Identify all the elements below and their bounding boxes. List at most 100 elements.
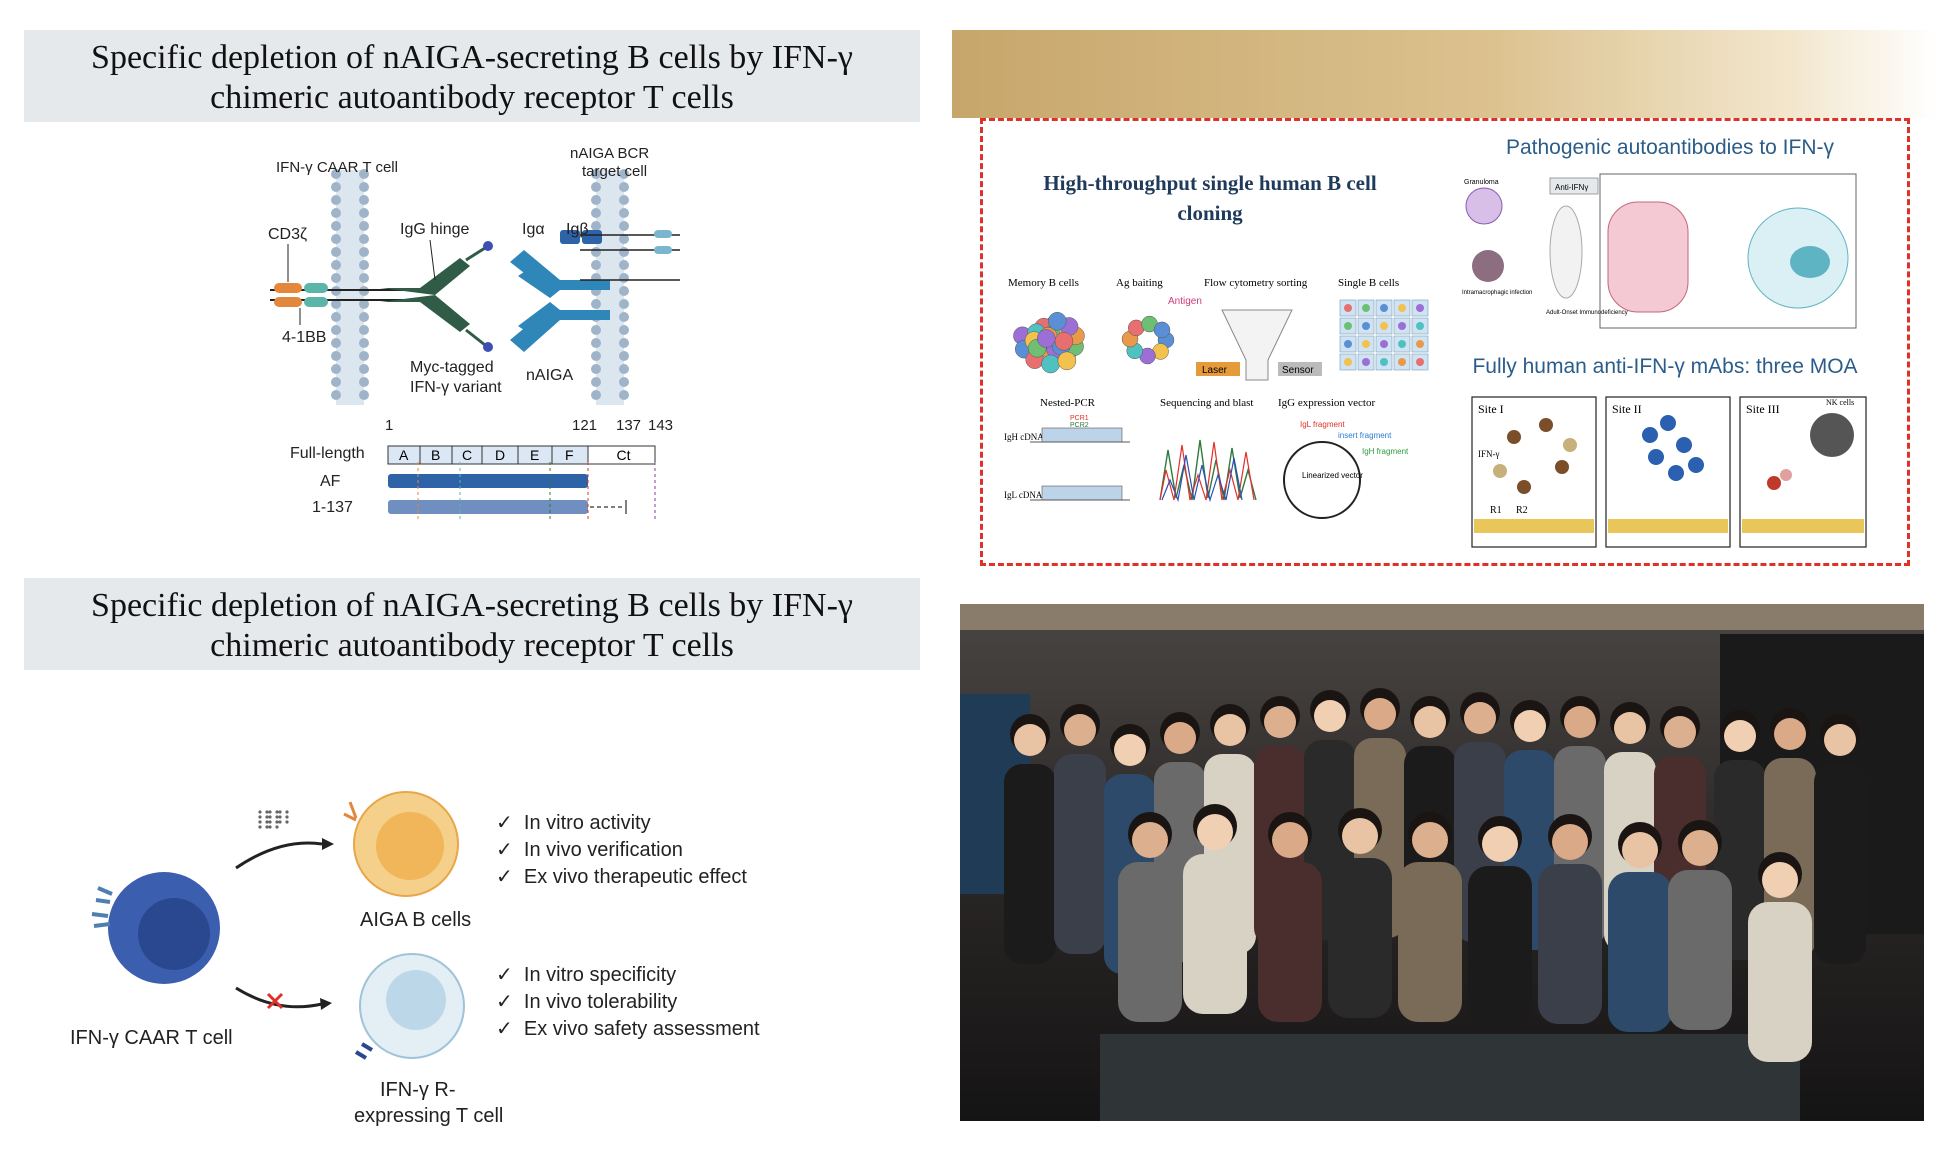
group-photo-svg [960, 604, 1924, 1121]
check-item: ✓ In vitro specificity [496, 962, 760, 989]
af-label: AF [320, 473, 341, 490]
iga-label: Igα [522, 221, 545, 238]
caar-label: IFN-γ CAAR T cell [276, 159, 398, 176]
trunc-label: 1-137 [312, 499, 353, 516]
linearized-label: Linearized vector [1302, 471, 1363, 480]
ifn-r-label-1: IFN-γ R- [380, 1079, 456, 1101]
check-text: Ex vivo safety assessment [523, 1018, 760, 1040]
myc-label-1: Myc-tagged [410, 359, 494, 376]
nk-cells-label: NK cells [1826, 398, 1854, 407]
site-3-label: Site III [1746, 402, 1780, 416]
igh-cdna: IgH cDNA [1004, 432, 1044, 442]
group-photo [960, 604, 1924, 1121]
ag-bait-cluster [1121, 315, 1175, 365]
plasmid [1283, 441, 1361, 519]
check-text: Ex vivo therapeutic effect [523, 866, 747, 888]
panel-flow: Flow cytometry sorting [1204, 277, 1308, 289]
caar-diagram-svg: CD3ζ 4-1BB IgG hinge IFN-γ CAAR T cell n… [268, 145, 680, 522]
moa-sites: Site I IFN-γ R1 R2 Site II Site III NK c… [1470, 395, 1870, 550]
site-3-panel: Site III NK cells [1739, 396, 1867, 548]
r2-label: R2 [1516, 505, 1528, 516]
title2-line-2: chimeric autoantibody receptor T cells [210, 627, 734, 664]
single-b-wells [1339, 299, 1429, 371]
bcr-antibody [510, 250, 610, 352]
af-bar [388, 474, 588, 488]
target-label-1: nAIGA BCR [570, 145, 649, 162]
phagocyte-icon [1607, 201, 1689, 313]
pathogenic-title: Pathogenic autoantibodies to IFN-γ [1505, 136, 1835, 159]
check-item: ✓ In vivo tolerability [496, 989, 760, 1016]
people-group [1004, 688, 1866, 1062]
panel-sequencing: Sequencing and blast [1160, 397, 1253, 409]
hinge-label: IgG hinge [400, 221, 469, 238]
gold-banner [952, 30, 1937, 118]
research-summary-box [980, 118, 1910, 566]
pos-1: 1 [385, 417, 393, 434]
check-text: In vivo tolerability [523, 991, 678, 1013]
check-item: ✓ Ex vivo therapeutic effect [496, 864, 747, 891]
x-mark-icon [266, 992, 284, 1010]
igb-domain [582, 230, 602, 244]
iga-domain [560, 230, 580, 244]
sensor-box [1278, 362, 1322, 376]
flow-funnel [1221, 309, 1293, 381]
target-label-2: target cell [582, 163, 647, 180]
panel-single-b: Single B cells [1338, 277, 1399, 289]
check-icon: ✓ [496, 812, 513, 834]
caar-membrane [336, 170, 364, 405]
pos-121: 121 [572, 417, 597, 434]
segment-label: Ct [617, 447, 631, 463]
panel-ag-baiting: Ag baiting [1116, 277, 1163, 289]
insert-fragment: insert fragment [1338, 431, 1392, 440]
pos-143: 143 [648, 417, 673, 434]
bcell-cloning-panels: Memory B cells Ag baiting Flow cytometry… [1000, 270, 1450, 550]
sensor-label: Sensor [1282, 365, 1314, 376]
adult-onset-label: Adult-Onset Immunodeficiency [1546, 310, 1628, 316]
segment-label: D [495, 447, 505, 463]
site-2-label: Site II [1612, 402, 1642, 416]
title-line-1: Specific depletion of nAIGA-secreting B … [91, 39, 853, 76]
pcr1-label: PCR1 [1070, 415, 1089, 422]
naiga-label: nAIGA [526, 367, 573, 384]
igl-cdna: IgL cDNA [1004, 490, 1043, 500]
ifn-g-label: IFN-γ [1478, 449, 1499, 459]
trunc-bar [388, 500, 588, 514]
bcell-cloning-title: High-throughput single human B cell clon… [1043, 171, 1377, 225]
checks-top: ✓ In vitro activity ✓ In vivo verificati… [496, 810, 747, 891]
granuloma-icon [1465, 187, 1503, 225]
check-text: In vitro specificity [523, 964, 677, 986]
bcell-svg: Memory B cells Ag baiting Flow cytometry… [1004, 277, 1429, 519]
segment-label: F [565, 447, 574, 463]
pos-137: 137 [616, 417, 641, 434]
granuloma-label: Granuloma [1464, 179, 1499, 186]
infection-label: Intramacrophagic infection [1462, 290, 1532, 296]
top-left-title: Specific depletion of nAIGA-secreting B … [24, 30, 920, 122]
antigen-label: Antigen [1168, 296, 1202, 307]
anti-ifn-label: Anti-IFNγ [1555, 183, 1588, 192]
check-text: In vivo verification [523, 839, 683, 861]
memory-b-cluster [1013, 312, 1085, 374]
title2-line-1: Specific depletion of nAIGA-secreting B … [91, 587, 853, 624]
panel-igg-vector: IgG expression vector [1278, 397, 1375, 409]
body-icon [1549, 205, 1583, 299]
check-item: ✓ Ex vivo safety assessment [496, 1016, 760, 1043]
pathogenic-figure: Anti-IFNγ Granuloma Intramacrophagic inf… [1458, 172, 1858, 332]
check-text: In vitro activity [523, 812, 651, 834]
ifn-dots [258, 810, 289, 829]
title-line-2: chimeric autoantibody receptor T cells [210, 79, 734, 116]
pcr2-label: PCR2 [1070, 422, 1089, 429]
r1-label: R1 [1490, 505, 1502, 516]
check-icon: ✓ [496, 991, 513, 1013]
cd3z-domain [274, 283, 302, 293]
check-item: ✓ In vitro activity [496, 810, 747, 837]
check-icon: ✓ [496, 866, 513, 888]
segment-label: B [431, 447, 440, 463]
check-icon: ✓ [496, 839, 513, 861]
pathogenic-svg: Anti-IFNγ Granuloma Intramacrophagic inf… [1462, 173, 1857, 329]
myc-label-2: IFN-γ variant [410, 379, 502, 396]
mabs-title: Fully human anti-IFN-γ mAbs: three MOA [1472, 355, 1858, 378]
moa-svg: Site I IFN-γ R1 R2 Site II Site III NK c… [1471, 396, 1867, 548]
check-icon: ✓ [496, 964, 513, 986]
4-1bb-domain [304, 283, 328, 293]
